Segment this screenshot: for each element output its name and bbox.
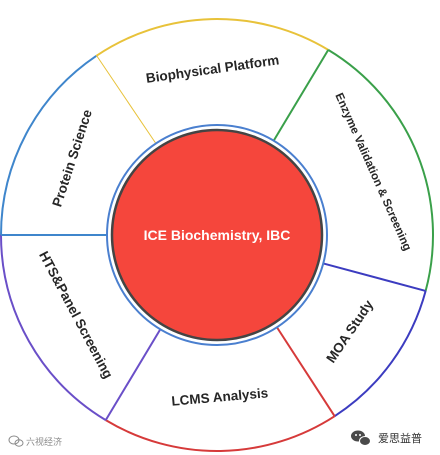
segment-divider-2: [272, 49, 330, 142]
inner-ring-outline: [106, 124, 328, 346]
segment-divider-3: [322, 262, 426, 292]
segment-outer-arc-4: [105, 415, 336, 452]
ring-segment-3: [276, 263, 426, 417]
segment-outer-arc-3: [334, 290, 427, 417]
segment-outer-arc-2: [327, 48, 434, 292]
watermark-right-text: 爱思益普: [378, 431, 422, 445]
ring-segment-1: [96, 18, 329, 144]
segment-divider-5: [104, 328, 162, 421]
wechat-logo-icon: [8, 435, 24, 447]
ring-segment-6: [1, 55, 156, 235]
ring-segment-5: [1, 235, 161, 421]
segment-outer-arc-1: [95, 18, 329, 57]
center-circle: [110, 128, 324, 342]
watermark-left-text: 六视经济: [26, 436, 62, 448]
ring-segment-4: [105, 327, 335, 451]
watermark-right: 爱思益普: [351, 430, 422, 446]
segment-divider-4: [276, 326, 336, 417]
wechat-logo-icon: [351, 430, 371, 446]
segment-outer-arc-6: [0, 55, 97, 236]
watermark-left: 六视经济: [8, 435, 62, 448]
segment-outer-arc-5: [0, 234, 107, 422]
center-label: ICE Biochemistry, IBC: [144, 227, 291, 243]
